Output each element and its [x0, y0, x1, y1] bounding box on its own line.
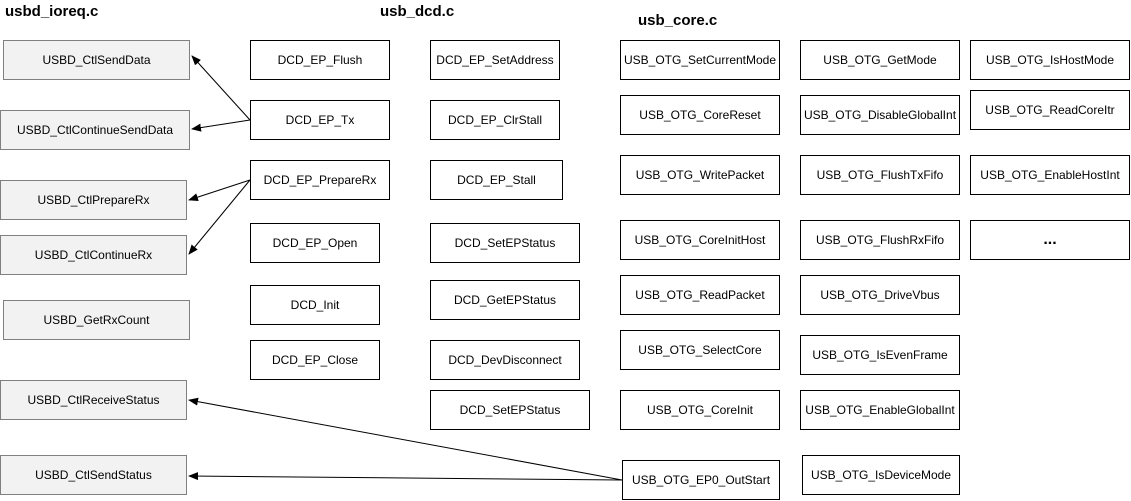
box-usb-otg-readcoreitr: USB_OTG_ReadCoreItr [970, 90, 1130, 130]
box-dcd-init: DCD_Init [250, 285, 380, 325]
box-dcd-getepstatus: DCD_GetEPStatus [430, 280, 580, 320]
box-usb-otg-ishostmode: USB_OTG_IsHostMode [970, 40, 1130, 80]
edge-dcd-ep-preparerx-to-ctlpreparerx [188, 179, 251, 201]
box-dcd-ep-tx: DCD_EP_Tx [250, 100, 390, 140]
box-dcd-ep-preparerx: DCD_EP_PrepareRx [250, 160, 390, 200]
box-usb-otg-flushrxfifo: USB_OTG_FlushRxFifo [800, 220, 960, 260]
box-usbd-getrxcount: USBD_GetRxCount [3, 300, 190, 340]
edge-ep0-outstart-to-ctlsendstatus [188, 472, 623, 481]
heading-usbd-ioreq: usbd_ioreq.c [5, 3, 99, 20]
box-usb-otg-corereset: USB_OTG_CoreReset [620, 95, 780, 135]
box-usb-otg-enablehostint: USB_OTG_EnableHostInt [970, 155, 1130, 195]
box-usb-otg-flushtxfifo: USB_OTG_FlushTxFifo [800, 155, 960, 195]
box-dcd-devdisconnect: DCD_DevDisconnect [430, 340, 580, 380]
box-usb-otg-enableglobalint: USB_OTG_EnableGlobalInt [800, 390, 960, 430]
edge-dcd-ep-tx-to-ctlsenddata [191, 55, 251, 121]
box-usb-otg-coreinit: USB_OTG_CoreInit [620, 390, 780, 430]
box-usb-otg-isdevicemode: USB_OTG_IsDeviceMode [802, 455, 960, 495]
box-usb-otg-coreinithost: USB_OTG_CoreInitHost [620, 220, 780, 260]
box-usb-otg-setcurrentmode: USB_OTG_SetCurrentMode [620, 40, 780, 80]
box-dcd-ep-open: DCD_EP_Open [250, 223, 380, 263]
box-usb-otg-writepacket: USB_OTG_WritePacket [620, 155, 780, 195]
box-dcd-setepstatus-2: DCD_SetEPStatus [430, 390, 590, 430]
box-usbd-ctlcontinuerx: USBD_CtlContinueRx [0, 235, 187, 275]
box-more-ellipsis: ... [970, 220, 1130, 260]
box-usbd-ctlsendstatus: USBD_CtlSendStatus [0, 455, 187, 495]
box-dcd-ep-setaddress: DCD_EP_SetAddress [430, 40, 560, 80]
box-dcd-ep-close: DCD_EP_Close [250, 340, 380, 380]
box-dcd-setepstatus: DCD_SetEPStatus [430, 223, 580, 263]
box-usb-otg-isevenframe: USB_OTG_IsEvenFrame [800, 335, 960, 375]
box-usb-otg-drivevbus: USB_OTG_DriveVbus [800, 275, 960, 315]
box-usb-otg-getmode: USB_OTG_GetMode [800, 40, 960, 80]
box-usbd-ctlsenddata: USBD_CtlSendData [3, 40, 190, 80]
heading-usb-core: usb_core.c [638, 12, 718, 29]
box-dcd-ep-stall: DCD_EP_Stall [430, 160, 563, 200]
box-dcd-ep-clrstall: DCD_EP_ClrStall [430, 100, 560, 140]
box-usb-otg-ep0-outstart: USB_OTG_EP0_OutStart [622, 460, 780, 500]
edge-dcd-ep-preparerx-to-ctlcontinuerx [188, 179, 251, 255]
box-usb-otg-selectcore: USB_OTG_SelectCore [620, 330, 780, 370]
box-dcd-ep-flush: DCD_EP_Flush [250, 40, 390, 80]
box-usbd-ctlreceivestatus: USBD_CtlReceiveStatus [0, 380, 187, 420]
heading-usb-dcd: usb_dcd.c [380, 3, 455, 20]
box-usbd-ctlpreparerx: USBD_CtlPrepareRx [0, 180, 187, 220]
edge-ep0-outstart-to-ctlreceivestatus [188, 397, 623, 481]
box-usb-otg-disableglobalint: USB_OTG_DisableGlobalInt [800, 95, 960, 135]
box-usb-otg-readpacket: USB_OTG_ReadPacket [620, 275, 780, 315]
box-usbd-ctlcontinuesenddata: USBD_CtlContinueSendData [0, 110, 190, 150]
edge-dcd-ep-tx-to-ctlcontinuesenddata [191, 119, 251, 132]
